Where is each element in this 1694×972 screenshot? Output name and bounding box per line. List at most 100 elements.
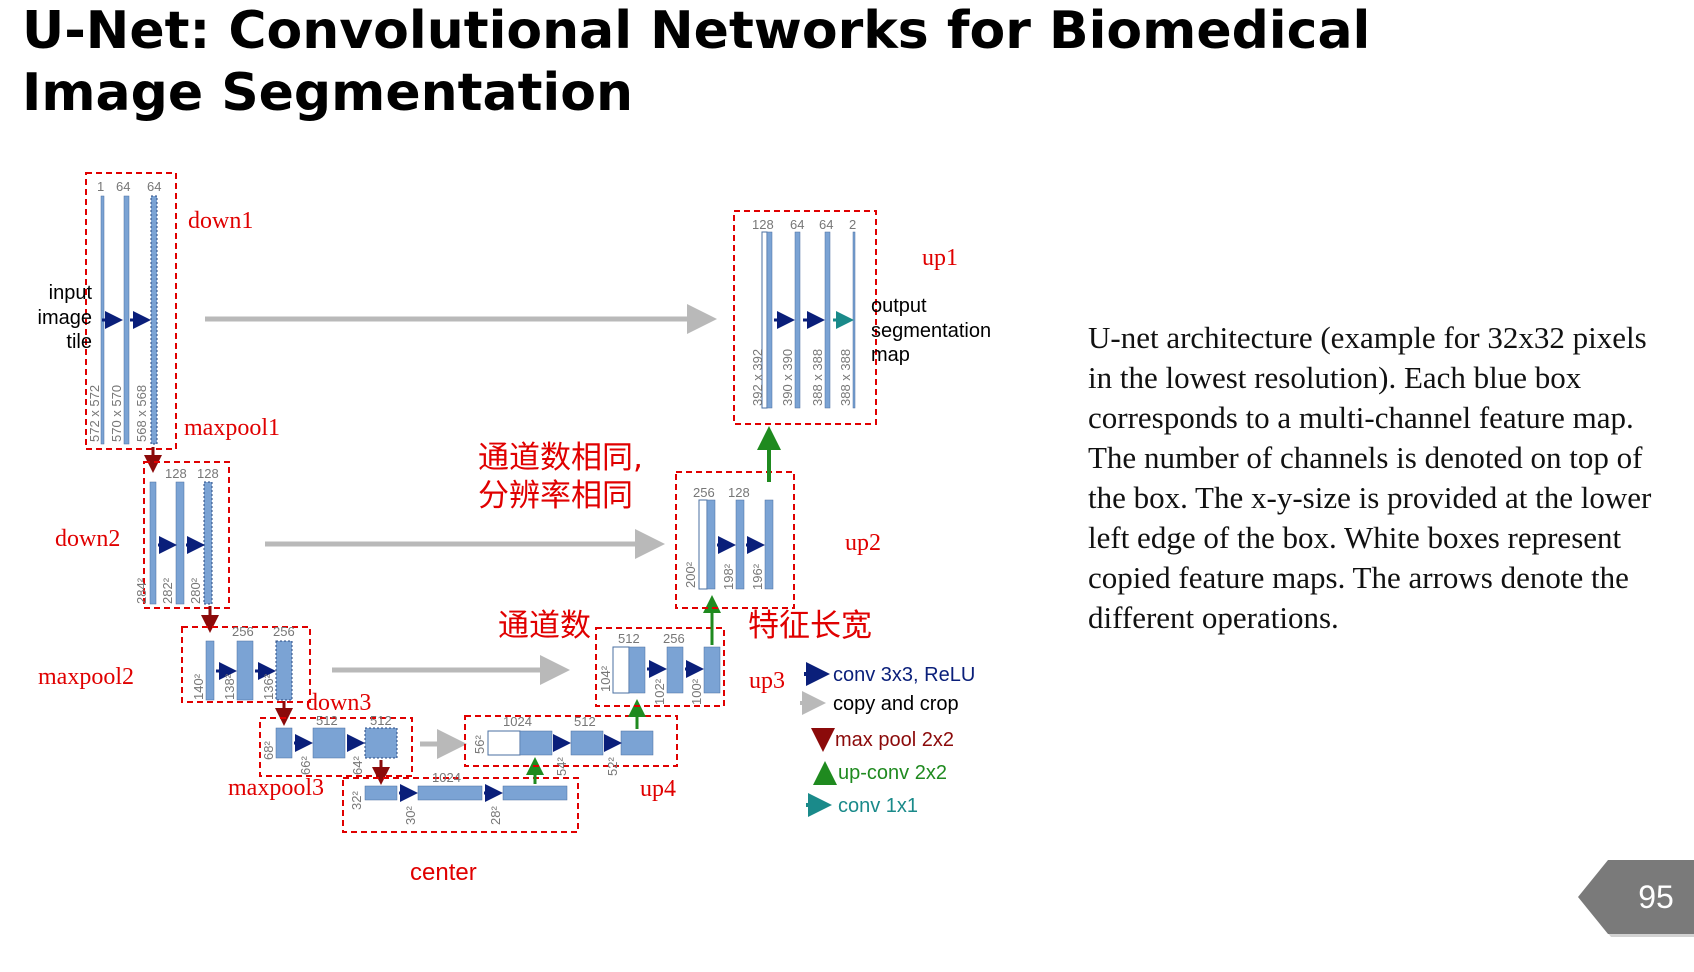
feature-map <box>502 785 568 801</box>
feature-map <box>364 785 398 801</box>
page-number: 95 <box>1638 879 1674 915</box>
diagram-label: 388 x 388 <box>838 349 853 406</box>
region-down2 <box>143 461 230 609</box>
diagram-label: 28² <box>488 806 503 825</box>
region-center <box>342 777 579 833</box>
diagram-label: 66² <box>298 756 313 775</box>
annotation-same-channels: 通道数相同, <box>478 440 643 476</box>
diagram-label: 390 x 390 <box>780 349 795 406</box>
diagram-label: 136² <box>261 673 276 700</box>
label-down2: down2 <box>55 526 120 552</box>
feature-map <box>706 499 716 590</box>
feature-map <box>519 730 553 756</box>
diagram-label: 1024 <box>432 770 461 785</box>
diagram-label: 388 x 388 <box>810 349 825 406</box>
diagram-label: 200² <box>683 561 698 588</box>
diagram-label: 52² <box>605 757 620 776</box>
diagram-label: segmentation <box>871 320 991 342</box>
feature-map <box>570 730 604 756</box>
feature-map <box>766 231 773 409</box>
label-maxpool1: maxpool1 <box>184 415 280 441</box>
feature-map <box>149 481 157 605</box>
feature-map <box>417 785 483 801</box>
label-up3: up3 <box>749 668 785 694</box>
feature-map <box>824 231 831 409</box>
feature-map <box>175 481 185 605</box>
copied-feature-map <box>612 646 630 694</box>
region-down1 <box>85 172 177 450</box>
diagram-label: 128 <box>728 485 750 500</box>
diagram-label: image <box>38 307 92 329</box>
region-up4 <box>464 715 678 767</box>
feature-map <box>735 499 745 590</box>
region-up3 <box>595 627 725 707</box>
diagram-label: 392 x 392 <box>750 349 765 406</box>
diagram-label: 54² <box>554 757 569 776</box>
diagram-label: 128 <box>197 466 219 481</box>
diagram-label: 64 <box>147 179 161 194</box>
diagram-label: 512 <box>370 713 392 728</box>
legend: conv 3x3, ReLU copy and crop max pool 2x… <box>800 662 975 817</box>
diagram-label: 570 x 570 <box>109 385 124 442</box>
diagram-label: 256 <box>663 631 685 646</box>
diagram-label: 32² <box>349 791 364 810</box>
diagram-label: 56² <box>472 735 487 754</box>
diagram-label: 512 <box>316 713 338 728</box>
diagram-label: 64 <box>819 217 833 232</box>
feature-map <box>275 640 293 701</box>
annotation-feature-size: 特征长宽 <box>748 608 872 644</box>
annotation-channel-count: 通道数 <box>498 608 591 644</box>
diagram-label: map <box>871 344 910 366</box>
diagram-label: 64 <box>116 179 130 194</box>
feature-map <box>150 195 158 445</box>
diagram-label: 572 x 572 <box>87 385 102 442</box>
feature-map <box>275 727 293 759</box>
diagram-label: 282² <box>160 577 175 604</box>
feature-map <box>205 640 215 701</box>
feature-map <box>203 481 213 605</box>
diagram-label: 512 <box>618 631 640 646</box>
annotation-same-resolution: 分辨率相同 <box>478 478 633 514</box>
feature-map <box>764 499 774 590</box>
page-number-badge: 95 <box>1578 860 1694 937</box>
region-up1 <box>733 210 877 425</box>
feature-map <box>852 231 856 409</box>
diagram-label: input <box>49 282 93 304</box>
diagram-label: 2 <box>849 217 856 232</box>
diagram-label: 140² <box>191 673 206 700</box>
feature-map <box>364 727 398 759</box>
label-maxpool2: maxpool2 <box>38 664 134 690</box>
diagram-label: 196² <box>750 563 765 590</box>
slide-title: U-Net: Convolutional Networks for Biomed… <box>22 1 1371 123</box>
diagram-label: output <box>871 295 927 317</box>
diagram-label: 284² <box>134 577 149 604</box>
diagram-label: 280² <box>188 577 203 604</box>
diagram-label: 104² <box>598 665 613 692</box>
region-up2 <box>675 471 795 609</box>
diagram-label: 256 <box>232 624 254 639</box>
diagram-label: 64² <box>350 756 365 775</box>
legend-up-conv: up-conv 2x2 <box>838 762 947 784</box>
feature-map <box>794 231 801 409</box>
legend-copy-crop: copy and crop <box>833 693 959 715</box>
diagram-label: 128 <box>752 217 774 232</box>
diagram-label: 30² <box>403 806 418 825</box>
feature-map <box>628 646 646 694</box>
label-center: center <box>410 859 477 886</box>
feature-map <box>703 646 721 694</box>
region-down4 <box>259 717 413 777</box>
label-up4: up4 <box>640 776 676 802</box>
label-down1: down1 <box>188 208 253 234</box>
diagram-label: 68² <box>261 741 276 760</box>
legend-max-pool: max pool 2x2 <box>835 729 954 751</box>
diagram-label: 102² <box>652 678 667 705</box>
feature-map <box>312 727 346 759</box>
label-down3: down3 <box>306 690 371 716</box>
diagram-label: 128 <box>165 466 187 481</box>
figure-description: U-net architecture (example for 32x32 pi… <box>1088 320 1652 635</box>
diagram-label: 512 <box>574 714 596 729</box>
diagram-label: 256 <box>273 624 295 639</box>
feature-map <box>236 640 254 701</box>
feature-map <box>620 730 654 756</box>
